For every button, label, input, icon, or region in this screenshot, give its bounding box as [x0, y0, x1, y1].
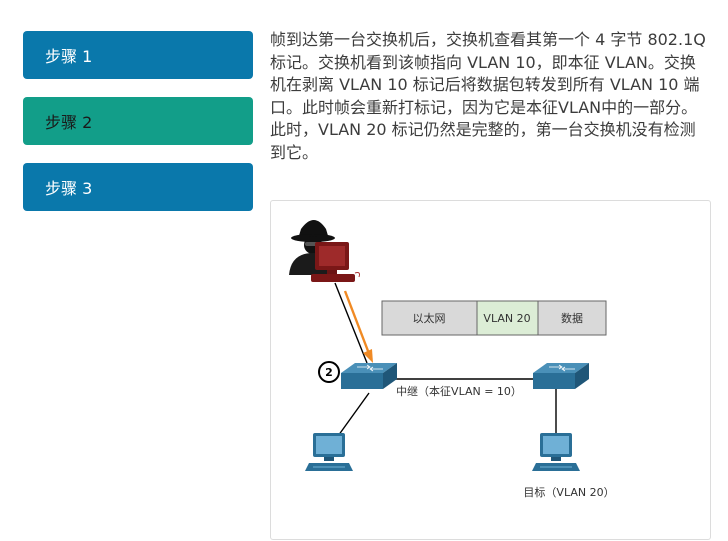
step-number-badge	[318, 361, 340, 383]
frame-data-cell	[537, 300, 607, 336]
tab-step-2[interactable]: 步骤 2	[23, 97, 253, 145]
frame-data-label: 数据	[561, 311, 583, 325]
tab-step-2-label: 步骤 2	[45, 113, 93, 132]
tab-step-3[interactable]: 步骤 3	[23, 163, 253, 211]
target-label: 目标（VLAN 20）	[523, 485, 614, 499]
trunk-label: 中继（本征VLAN = 10）	[396, 384, 522, 398]
step-description: 帧到达第一台交换机后，交换机查看其第一个 4 字节 802.1Q 标记。交换机看…	[270, 30, 706, 162]
network-diagram: 2 以太网 VLAN 20 数据 中继（本征VLAN = 10）	[289, 220, 615, 499]
tab-step-1[interactable]: 步骤 1	[23, 31, 253, 79]
frame-box: 以太网 VLAN 20 数据	[381, 300, 607, 336]
pc-icon	[532, 433, 580, 471]
switch-icon	[533, 363, 589, 389]
switch-icon	[341, 363, 397, 389]
diagram-panel: 2 以太网 VLAN 20 数据 中继（本征VLAN = 10）	[270, 200, 711, 540]
pc-icon	[305, 433, 353, 471]
frame-ethernet-label: 以太网	[413, 312, 446, 325]
tab-step-3-label: 步骤 3	[45, 179, 93, 198]
frame-vlan-label: VLAN 20	[483, 312, 530, 325]
frame-vlan-cell	[476, 300, 539, 336]
step-number: 2	[325, 366, 333, 379]
attacker-icon	[289, 220, 360, 282]
attacker-link	[334, 282, 368, 364]
orange-arrow-icon	[343, 290, 373, 363]
tab-step-1-label: 步骤 1	[45, 47, 93, 66]
